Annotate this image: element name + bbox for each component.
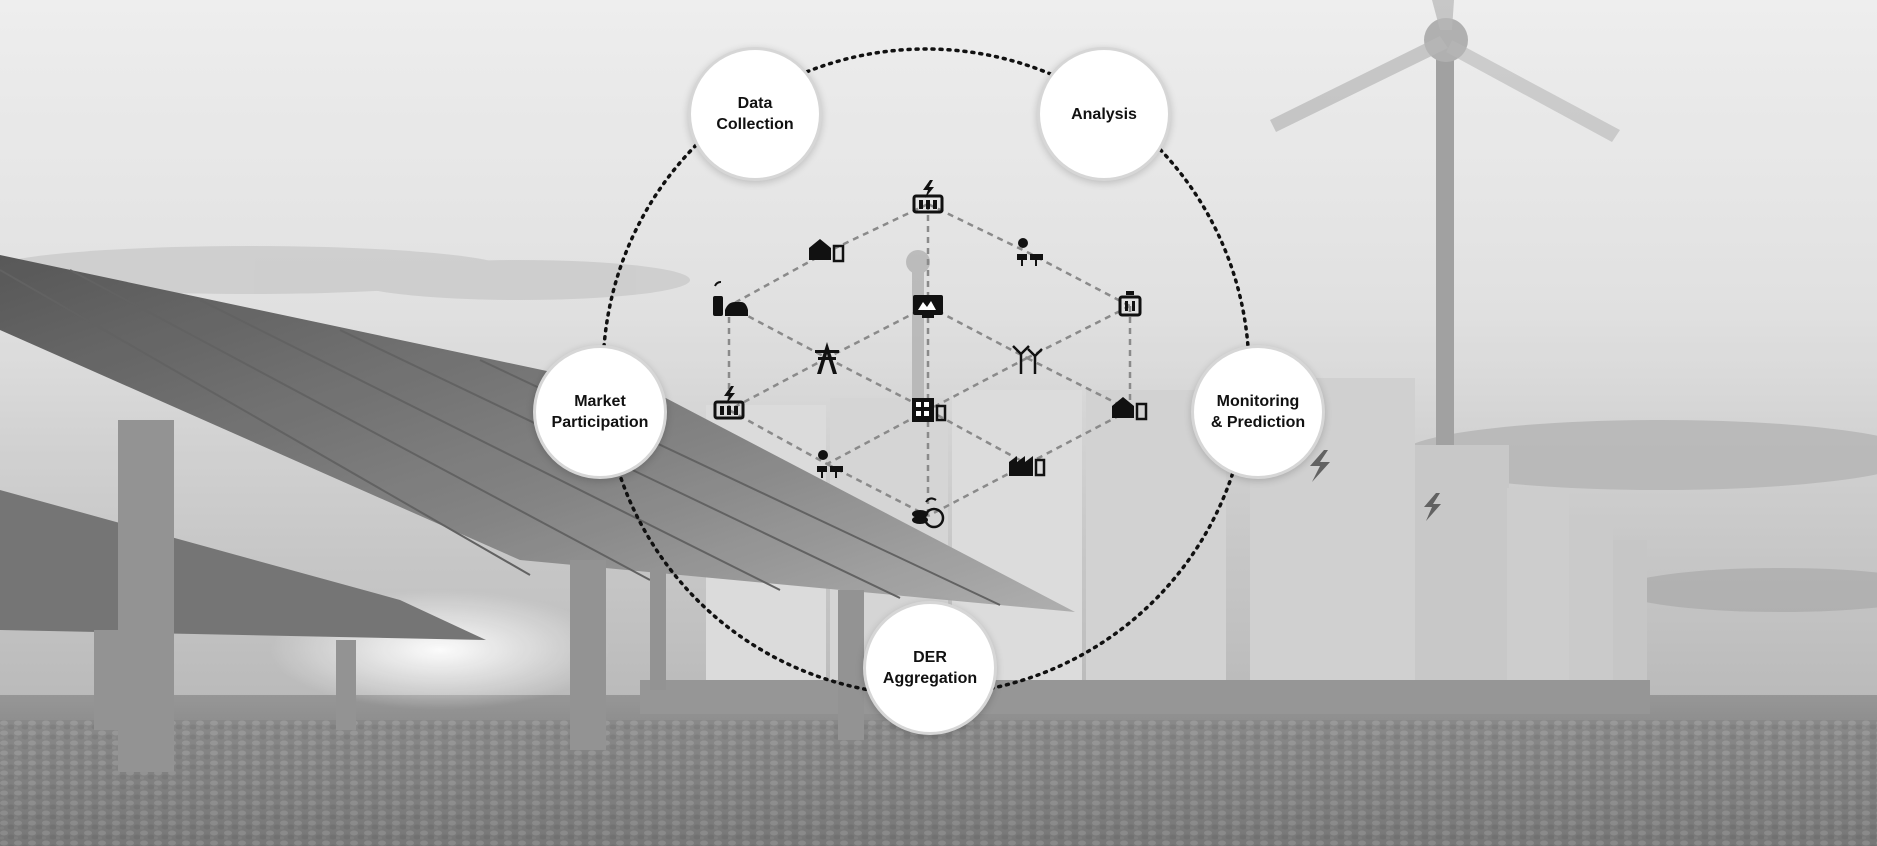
node-monitoring-prediction: Monitoring & Prediction [1191,345,1325,479]
node-market-participation: Market Participation [533,345,667,479]
house-battery-icon [809,239,845,263]
node-data-collection-label: Data Collection [716,95,794,133]
solar-sun-icon [1017,238,1043,266]
house-battery-icon [1112,397,1148,421]
gravel [0,720,1877,846]
node-analysis-label: Analysis [1071,105,1137,123]
wind-turbine [1270,0,1620,470]
node-data-collection: Data Collection [688,47,822,181]
node-der-aggregation: DER Aggregation [863,601,997,735]
battery-charging-icon [912,180,944,214]
co2-coins-icon [912,497,945,529]
hub-icons [713,180,1148,529]
factory-battery-icon [1009,456,1046,477]
control-monitor-icon [913,295,943,318]
node-market-label: Market Participation [551,393,649,431]
battery-charging-icon [713,386,745,420]
wind-turbines-icon [1012,345,1043,374]
ev-charging-station-icon [713,281,748,316]
node-der-label: DER Aggregation [882,649,978,687]
node-monitoring-label: Monitoring & Prediction [1210,393,1306,431]
hub-network [727,202,1132,518]
solar-sun-icon [817,450,843,478]
transmission-tower-icon [815,342,839,374]
clouds [0,246,1877,612]
building-battery-icon [912,398,947,422]
node-analysis: Analysis [1037,47,1171,181]
battery-storage-icon [1118,291,1142,317]
